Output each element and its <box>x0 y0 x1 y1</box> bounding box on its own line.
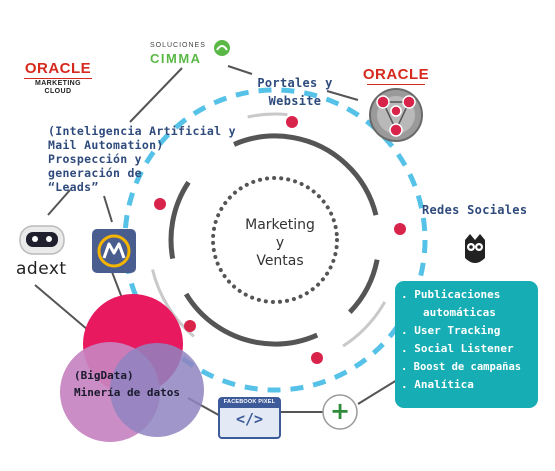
red-dot <box>286 116 298 128</box>
venn-label-mineria: Minería de datos <box>74 386 180 399</box>
cimma-logo-name: CIMMA <box>150 51 202 66</box>
owl-icon <box>465 234 485 263</box>
connector-plus-box <box>357 379 398 405</box>
robot-icon <box>19 225 65 255</box>
cimma-mark-icon <box>214 40 230 56</box>
social-item: . Analítica <box>401 378 474 391</box>
social-item: . Social Listener <box>401 342 514 355</box>
plus-icon[interactable]: + <box>329 397 351 425</box>
social-features-box: . Publicaciones automáticas . User Track… <box>395 281 538 408</box>
facebook-pixel-card <box>218 397 281 439</box>
marketo-icon <box>92 229 136 273</box>
inner-dotted-ring <box>211 176 339 304</box>
oracle-logo-line1: MARKETING <box>35 80 81 87</box>
oracle-logo-line2: CLOUD <box>44 88 72 95</box>
oracle-logo-word: ORACLE <box>24 60 92 77</box>
adext-logo-text: adext <box>16 259 67 279</box>
venn-purple-circle <box>110 343 204 437</box>
social-item: . Publicaciones <box>401 288 501 301</box>
label-ai-prospeccion: (Inteligencia Artificial y Mail Automati… <box>48 124 236 194</box>
connector-marketo-venn <box>111 271 123 299</box>
social-item: automáticas <box>423 306 496 319</box>
middle-arc-ring <box>168 133 382 347</box>
red-dot <box>154 198 166 210</box>
cimma-logo: SOLUCIONES CIMMA <box>150 42 220 66</box>
social-item: . Boost de campañas <box>401 361 522 373</box>
light-arc-ring <box>147 112 403 368</box>
connector-cimma-ai <box>129 67 183 123</box>
connector-ai-adext <box>47 189 71 216</box>
red-dot <box>311 352 323 364</box>
connector-adext-venn <box>34 284 89 331</box>
cimma-logo-top: SOLUCIONES <box>150 42 206 49</box>
oracle-marketing-cloud-logo: ORACLE MARKETING CLOUD <box>20 60 96 96</box>
oracle-network-icon <box>369 88 423 142</box>
label-portales-website: Portales y Website <box>257 76 333 108</box>
connector-portales-oracle <box>326 90 359 101</box>
red-dot <box>184 320 196 332</box>
oracle-right-logo: ORACLE <box>361 66 431 86</box>
facebook-pixel-label: FACEBOOK PIXEL <box>223 399 276 405</box>
center-marketing-ventas: Marketing y Ventas <box>245 217 315 269</box>
label-redes-sociales: Redes Sociales <box>422 203 528 217</box>
code-icon: </> <box>235 410 264 428</box>
connector-cimma-portales <box>227 65 253 75</box>
social-item: . User Tracking <box>401 324 501 337</box>
plus-circle[interactable] <box>322 394 358 430</box>
venn-label-bigdata: (BigData) <box>74 369 134 382</box>
red-dot <box>394 223 406 235</box>
oracle-right-word: ORACLE <box>362 66 430 83</box>
connector-ai-marketo <box>103 195 113 223</box>
